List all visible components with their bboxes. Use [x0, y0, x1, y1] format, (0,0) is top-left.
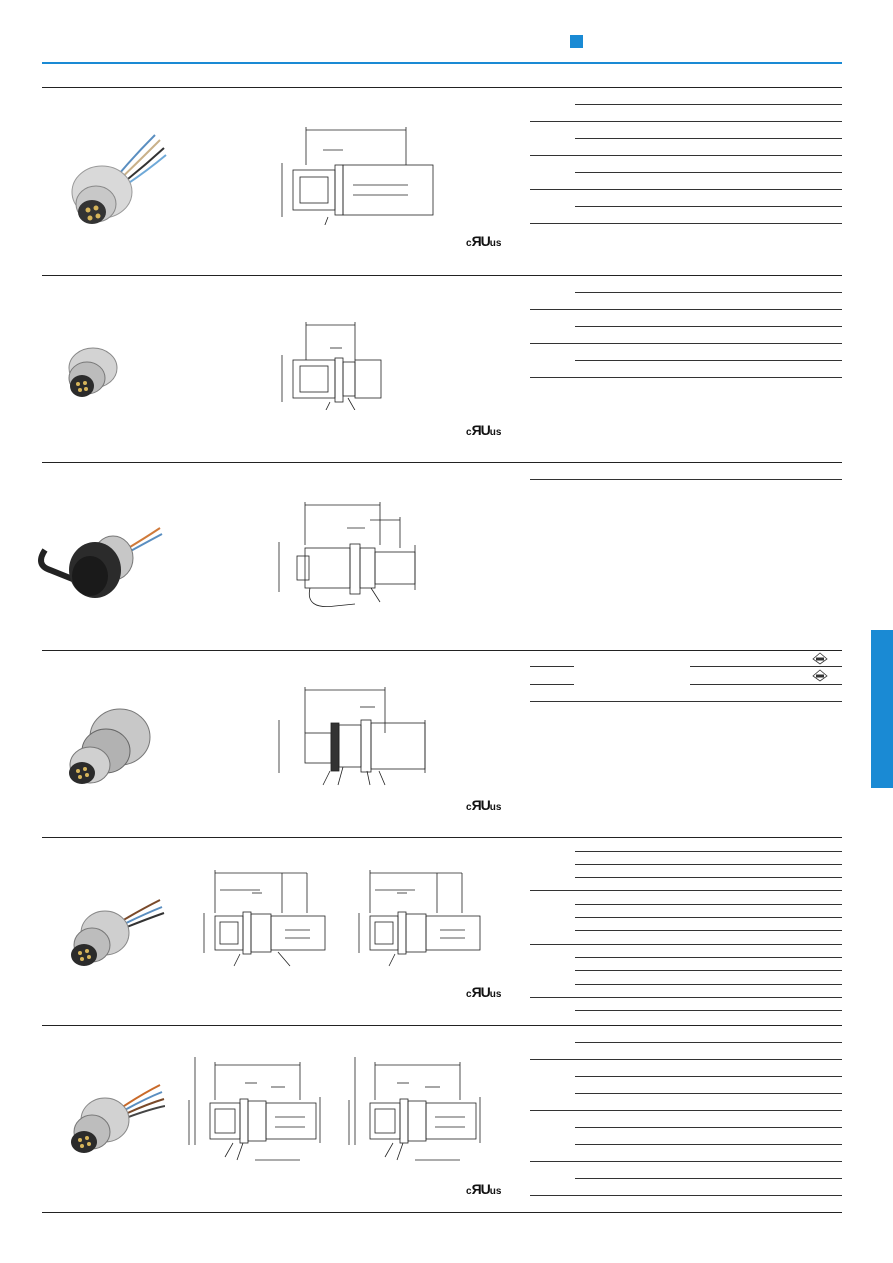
section-divider: [42, 275, 842, 276]
table-row-line: [530, 223, 842, 224]
section-divider: [42, 650, 842, 651]
table-row-line: [575, 360, 842, 361]
m12-panel-connector-with-wires-icon: [71, 1084, 165, 1153]
table-row-line: [575, 970, 842, 971]
table-row-line: [575, 1093, 842, 1094]
table-row-line: [575, 1127, 842, 1128]
dimension-drawing: [358, 870, 481, 967]
table-row-line: [530, 309, 842, 310]
table-row-line: [575, 1042, 842, 1043]
section-divider: [42, 837, 842, 838]
dimension-drawing: [203, 870, 326, 967]
table-row-line: [530, 1195, 842, 1196]
table-row-line: [575, 984, 842, 985]
blue-square-icon: [570, 35, 583, 48]
table-row-line: [530, 944, 842, 945]
dimension-drawing: [188, 1057, 321, 1161]
vde-icon: [812, 652, 828, 665]
table-row-line: [530, 666, 574, 667]
dimension-drawing: [278, 687, 426, 786]
table-row-line: [575, 326, 842, 327]
ul-certification-mark: cЯUus: [466, 1181, 502, 1197]
table-row-line: [575, 864, 842, 865]
table-row-line: [575, 917, 842, 918]
m12-panel-connector-with-wires-icon: [71, 899, 165, 966]
table-row-line: [530, 1161, 842, 1162]
section-side-tab: [871, 630, 893, 788]
table-row-line: [530, 701, 842, 702]
table-row-line: [575, 104, 842, 105]
ul-certification-mark: cЯUus: [466, 233, 502, 249]
table-row-line: [530, 890, 842, 891]
table-row-line: [575, 957, 842, 958]
table-row-line: [530, 1059, 842, 1060]
table-row-line: [690, 684, 842, 685]
dimension-drawing: [278, 502, 416, 607]
table-row-line: [530, 377, 842, 378]
table-row-line: [575, 206, 842, 207]
dimension-drawing: [348, 1057, 481, 1161]
section-divider: [42, 87, 842, 88]
ul-certification-mark: cЯUus: [466, 422, 502, 438]
table-row-line: [575, 904, 842, 905]
ul-certification-mark: cЯUus: [466, 797, 502, 813]
table-row-line: [575, 877, 842, 878]
section-divider: [42, 1025, 842, 1026]
table-row-line: [530, 121, 842, 122]
header-rule: [42, 62, 842, 64]
table-row-line: [575, 851, 842, 852]
table-row-line: [530, 997, 842, 998]
table-row-line: [575, 172, 842, 173]
table-row-line: [530, 155, 842, 156]
table-row-line: [530, 684, 574, 685]
table-row-line: [530, 479, 842, 480]
vde-icon: [812, 669, 828, 682]
table-row-line: [575, 930, 842, 931]
table-row-line: [530, 1110, 842, 1111]
section-divider: [42, 462, 842, 463]
connector-with-protective-cap-icon: [38, 527, 163, 598]
section-divider: [42, 1212, 842, 1213]
table-row-line: [575, 1076, 842, 1077]
table-row-line: [575, 138, 842, 139]
table-row-line: [575, 1144, 842, 1145]
m12-panel-connector-metal-icon: [69, 708, 151, 784]
table-row-line: [575, 1178, 842, 1179]
table-row-line: [575, 1010, 842, 1011]
table-row-line: [530, 189, 842, 190]
table-row-line: [690, 666, 842, 667]
m12-panel-connector-short-icon: [68, 347, 118, 397]
ul-certification-mark: cЯUus: [466, 984, 502, 1000]
table-row-line: [575, 292, 842, 293]
m12-panel-connector-with-wires-icon: [71, 134, 167, 224]
dimension-drawing: [281, 127, 434, 225]
table-row-line: [530, 343, 842, 344]
dimension-drawing: [281, 322, 382, 410]
